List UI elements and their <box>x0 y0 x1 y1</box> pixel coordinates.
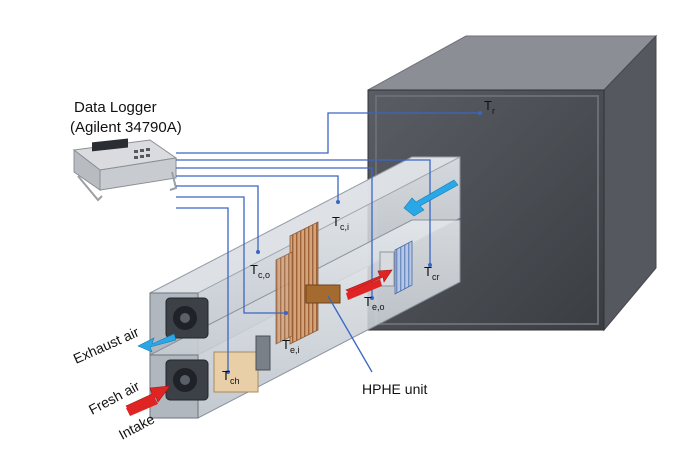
wire-tch <box>176 207 229 372</box>
sensor-tr-label: Tr <box>484 98 495 116</box>
sensor-points <box>226 111 482 374</box>
wire-teo <box>176 167 373 298</box>
sensor-tcr-label: Tcr <box>424 264 439 282</box>
sensor-teo-label: Te,o <box>364 294 384 312</box>
arrow-return-air <box>403 179 459 217</box>
sensor-tei-label: Te,i <box>282 337 299 355</box>
arrow-exhaust-air <box>137 333 177 353</box>
logger-title-line2: (Agilent 34790A) <box>70 119 182 136</box>
filter-block <box>255 335 271 371</box>
wire-tcr <box>176 159 431 265</box>
wire-tci <box>176 175 339 202</box>
logger-title-line1: Data Logger <box>74 99 157 116</box>
exhaust-air-label: Exhaust air <box>71 324 142 367</box>
wire-tei <box>176 196 286 314</box>
heater-block <box>213 351 259 393</box>
wire-hphe <box>327 295 373 373</box>
intake-label: Intake <box>116 411 157 443</box>
sensor-tci-label: Tc,i <box>332 214 349 232</box>
sensor-tco-label: Tc,o <box>250 262 270 280</box>
hphe-unit <box>275 221 341 345</box>
intake-fan <box>165 359 209 401</box>
wire-tr <box>176 112 480 154</box>
sensor-tch-label: Tch <box>222 368 239 386</box>
thermocouple-wires <box>176 112 480 373</box>
data-logger-device <box>72 138 178 202</box>
wire-tco <box>176 185 259 252</box>
arrow-intake-air <box>125 385 171 416</box>
exhaust-fan <box>165 297 209 339</box>
arrow-supply-air <box>345 269 393 300</box>
hphe-unit-label: HPHE unit <box>362 381 427 397</box>
